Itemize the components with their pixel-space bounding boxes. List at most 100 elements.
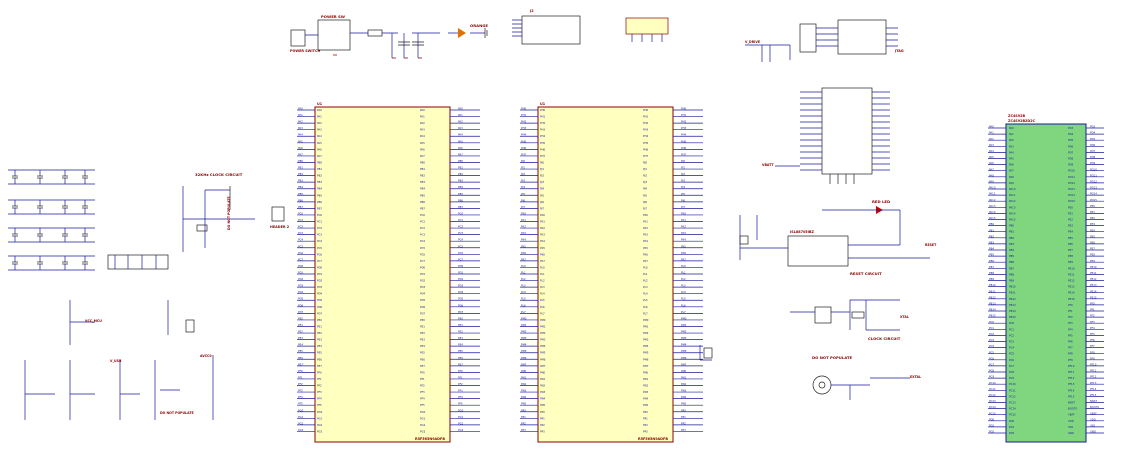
pin-label: PK5 xyxy=(681,244,686,248)
stm-pin-label: PB5 xyxy=(989,253,994,257)
pin-label: PH1 xyxy=(521,113,527,117)
pin-label: PC0 xyxy=(458,211,463,215)
pin-function: PC7 xyxy=(420,259,425,263)
pin-function: PM6 xyxy=(540,357,546,361)
pin-label: PN5 xyxy=(681,402,687,406)
stm-pin-function: PC10 xyxy=(1009,382,1016,386)
stm-pin-function: PF13 xyxy=(1068,382,1075,386)
stm-pin-function: PE0 xyxy=(1068,205,1073,209)
pin-label: PA5 xyxy=(298,139,303,143)
pin-function: PG0 xyxy=(317,410,323,414)
pin-function: PB7 xyxy=(317,206,322,210)
pin-label: PD7 xyxy=(458,310,464,314)
stm-pin-function: PD2 xyxy=(1009,431,1015,435)
pin-function: PD5 xyxy=(317,298,323,302)
stm-pin-function: GND xyxy=(1068,431,1074,435)
pin-function: PD6 xyxy=(317,305,323,309)
pin-function: PA3 xyxy=(420,128,425,132)
pin-function: PL6 xyxy=(540,305,545,309)
pin-label: PD3 xyxy=(298,284,304,288)
stm-pin-function: PB11 xyxy=(1009,291,1016,295)
pin-function: PJ7 xyxy=(643,206,647,210)
stm-pin-function: PD10 xyxy=(1068,169,1075,173)
stm-pin-label: PC0 xyxy=(989,320,994,324)
stm-pin-function: PD9 xyxy=(1068,163,1074,167)
pin-function: PH6 xyxy=(540,147,546,151)
pin-function: PJ4 xyxy=(540,187,544,191)
pin-label: PF2 xyxy=(458,382,463,386)
stm-pin-label: PC10 xyxy=(989,381,996,385)
stm-pin-function: PC5 xyxy=(1009,352,1014,356)
pin-function: PE0 xyxy=(420,318,425,322)
pin-function: PB6 xyxy=(420,200,425,204)
pin-function: PP3 xyxy=(540,429,545,433)
pin-label: PB7 xyxy=(298,205,303,209)
pin-function: PB1 xyxy=(420,167,425,171)
stm-pin-function: PC4 xyxy=(1009,346,1014,350)
pin-label: PN1 xyxy=(681,375,687,379)
pin-label: PC4 xyxy=(298,238,303,242)
pin-function: PE1 xyxy=(420,324,425,328)
crystal-icon xyxy=(196,224,208,232)
pin-function: PK7 xyxy=(643,259,648,263)
stm-pin-label: PF14 xyxy=(1090,387,1097,391)
stm-pin-label: PB9 xyxy=(989,277,994,281)
stm-pin-function: PE6 xyxy=(1068,242,1073,246)
pin-function: PJ6 xyxy=(643,200,647,204)
pin-function: PM4 xyxy=(540,344,546,348)
pin-function: PK0 xyxy=(540,213,545,217)
pin-function: PM6 xyxy=(643,357,649,361)
stm-pin-label: PF13 xyxy=(1090,381,1097,385)
pin-function: PP0 xyxy=(643,410,648,414)
pin-label: PK4 xyxy=(521,238,526,242)
pin-label: PH0 xyxy=(521,107,527,111)
stm-pin-function: PF7 xyxy=(1068,346,1073,350)
pin-label: PE5 xyxy=(298,349,303,353)
pin-function: PA2 xyxy=(420,121,425,125)
pin-label: PD6 xyxy=(298,303,304,307)
header-j2-label: J2 xyxy=(529,9,534,13)
pin-label: PD5 xyxy=(298,297,304,301)
mcu-a-body xyxy=(314,106,451,443)
mcu-a-refdes: U1 xyxy=(317,102,323,106)
stm-pin-function: PB0 xyxy=(1009,224,1014,228)
stm-pin-label: PF10 xyxy=(1090,363,1097,367)
pin-label: PJ1 xyxy=(681,166,685,170)
stm-pin-function: PE2 xyxy=(1068,218,1073,222)
pin-label: PG2 xyxy=(298,421,304,425)
jtag-block: JTAG V_DRIVE xyxy=(745,19,904,62)
extal-net: EXTAL xyxy=(910,375,921,379)
pin-label: PM6 xyxy=(681,356,687,360)
stm-pin-label: PF11 xyxy=(1090,369,1097,373)
pin-function: PM2 xyxy=(643,331,649,335)
pin-label: PH3 xyxy=(681,126,687,130)
pin-label: PB2 xyxy=(458,172,463,176)
stm-pin-label: NRST xyxy=(1090,399,1097,403)
do-not-populate-bl: DO NOT POPULATE xyxy=(160,411,194,415)
pin-function: PE2 xyxy=(317,331,322,335)
pin-function: PM0 xyxy=(540,318,546,322)
stm-pin-label: PB7 xyxy=(989,265,994,269)
stm-pin-function: PA14 xyxy=(1009,211,1016,215)
pin-label: PA7 xyxy=(298,152,303,156)
pin-label: PN0 xyxy=(521,369,527,373)
stm-pin-function: PE4 xyxy=(1068,230,1073,234)
stm-pin-function: VDD xyxy=(1068,419,1074,423)
stm-pin-label: PD7 xyxy=(1090,149,1096,153)
stm-pin-label: PE9 xyxy=(1090,259,1095,263)
pin-function: PH4 xyxy=(540,134,546,138)
pin-label: PH5 xyxy=(681,139,687,143)
pin-function: PD7 xyxy=(420,311,426,315)
pin-label: PC7 xyxy=(458,257,463,261)
stm-pin-function: PC11 xyxy=(1009,388,1016,392)
stm-pin-label: PA4 xyxy=(989,149,994,153)
pin-function: PM4 xyxy=(643,344,649,348)
pin-function: PF0 xyxy=(317,370,322,374)
pin-label: PM5 xyxy=(681,349,687,353)
stm-pin-function: PA9 xyxy=(1009,181,1014,185)
stm-pin-label: PE0 xyxy=(1090,204,1095,208)
stm-pin-label: VBAT xyxy=(1090,411,1097,415)
pin-function: PE0 xyxy=(317,318,322,322)
pin-label: PD5 xyxy=(458,297,464,301)
pin-function: PD1 xyxy=(317,272,323,276)
